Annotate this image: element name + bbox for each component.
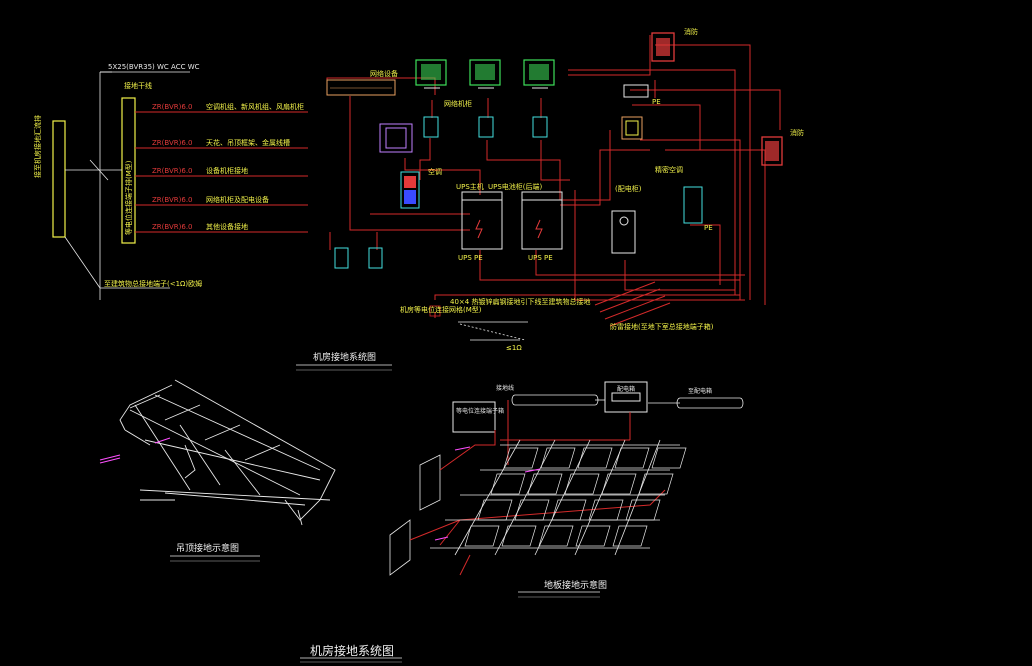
- terminal-strip-label: 等电位连接端子排(M型): [125, 160, 133, 235]
- floor-pipe1-label: 接地线: [496, 385, 515, 392]
- socket-1: [423, 116, 439, 138]
- label-grounding: 防雷接地(至地下室总接地端子箱): [610, 323, 714, 331]
- busbar-vertical-label: 接至机房接地汇流排: [34, 115, 42, 178]
- busbar-top-cable: 5X25(BVR35) WC ACC WC: [108, 63, 200, 71]
- floor-tile: [577, 447, 613, 469]
- floor-grid: [430, 439, 680, 556]
- equipotential-box: [452, 401, 496, 433]
- label-cabinet: (配电柜): [615, 185, 642, 193]
- socket-5: [368, 247, 383, 269]
- floor-tile: [638, 473, 674, 495]
- monitor-3: [523, 59, 555, 89]
- label-earth-note: ≤1Ω: [506, 344, 522, 352]
- precision-ac: [683, 186, 703, 224]
- title-system-diagram: 机房接地系统图: [313, 353, 377, 363]
- monitor-1: [415, 59, 447, 89]
- floor-tile: [477, 499, 513, 521]
- branch-cable-5: ZR(BVR)6.0: [152, 223, 193, 231]
- ups-cabinet-1: [461, 191, 503, 250]
- socket-3: [532, 116, 548, 138]
- title-floor: 地板接地示意图: [544, 581, 608, 591]
- floor-tile: [514, 499, 550, 521]
- floor-box1-label: 等电位连接端子箱: [456, 408, 505, 415]
- floor-tile: [490, 473, 526, 495]
- socket-2: [478, 116, 494, 138]
- floor-tile: [527, 473, 563, 495]
- branch-desc-1: 空调机组、新风机组、风扇机柜: [206, 103, 304, 111]
- busbar-bottom-note: 至建筑物总接地端子(<1Ω)欧姆: [104, 280, 203, 288]
- floor-tile: [501, 525, 537, 547]
- floor-tile: [464, 525, 500, 547]
- floor-tile: [538, 525, 574, 547]
- fire-panel-2: [761, 136, 783, 166]
- branch-lines: [135, 111, 308, 233]
- label-switch: 网络设备: [370, 70, 398, 78]
- power-box: [604, 381, 648, 413]
- floor-tags: [434, 446, 541, 541]
- floor-box2-label: 配电箱: [617, 386, 636, 393]
- floor-tile: [540, 447, 576, 469]
- equipment-section: [326, 32, 783, 341]
- label-precision-ac: 精密空调: [655, 166, 683, 174]
- floor-tile: [651, 447, 687, 469]
- branch-cable-4: ZR(BVR)6.0: [152, 196, 193, 204]
- ac-unit: [400, 171, 420, 209]
- device-box-2: [621, 116, 643, 140]
- title-main: 机房接地系统图: [310, 644, 395, 658]
- floor-tile: [503, 447, 539, 469]
- label-pe-1: PE: [652, 98, 661, 106]
- label-ups1-pe: UPS PE: [458, 254, 483, 262]
- floor-tile: [601, 473, 637, 495]
- label-ups2: UPS电池柜(后端): [488, 183, 543, 191]
- floor-tile: [551, 499, 587, 521]
- label-pe-2: PE: [704, 224, 713, 232]
- floor-tile: [564, 473, 600, 495]
- label-ground-box: 40×4 热镀锌扁钢接地引下线至建筑物总接地: [450, 298, 591, 306]
- label-monitors: 网络机柜: [444, 100, 472, 108]
- label-grid-note: 机房等电位连接网格(M型): [400, 306, 482, 314]
- floor-diagram: [389, 381, 744, 576]
- label-ups2-pe: UPS PE: [528, 254, 553, 262]
- device-box-1: [623, 84, 649, 98]
- network-switch: [326, 79, 396, 96]
- floor-tile: [614, 447, 650, 469]
- ceiling-diagram: [119, 379, 336, 526]
- speaker-cabinet: [379, 123, 413, 153]
- busbar-top-sub: 接地干线: [124, 82, 152, 90]
- label-ac: 空调: [428, 168, 442, 176]
- branch-desc-4: 网络机柜及配电设备: [206, 196, 269, 204]
- monitor-2: [469, 59, 501, 89]
- floor-tile: [612, 525, 648, 547]
- branch-desc-3: 设备机柜接地: [206, 167, 248, 175]
- distribution-box: [611, 210, 636, 254]
- title-ceiling: 吊顶接地示意图: [176, 544, 240, 554]
- label-fire1: 消防: [684, 28, 698, 36]
- ups-cabinet-2: [521, 191, 563, 250]
- terminal-strip: [121, 97, 136, 244]
- floor-tile: [625, 499, 661, 521]
- busbar-section: [52, 71, 308, 300]
- floor-tiles: [464, 447, 687, 547]
- ceiling-tags: [99, 437, 171, 464]
- label-ups1: UPS主机: [456, 183, 484, 191]
- branch-cable-2: ZR(BVR)6.0: [152, 139, 193, 147]
- label-fire2: 消防: [790, 129, 804, 137]
- fire-panel-1: [651, 32, 675, 62]
- floor-tile: [588, 499, 624, 521]
- earth-electrode: [429, 305, 528, 341]
- floor-tile: [575, 525, 611, 547]
- branch-desc-2: 天花、吊顶框架、金属线槽: [206, 139, 290, 147]
- branch-desc-5: 其他设备接地: [206, 223, 248, 231]
- socket-4: [334, 247, 349, 269]
- grounding-busbar: [52, 120, 66, 238]
- branch-cable-1: ZR(BVR)6.0: [152, 103, 193, 111]
- branch-cable-3: ZR(BVR)6.0: [152, 167, 193, 175]
- floor-pipe2-label: 至配电箱: [688, 388, 713, 395]
